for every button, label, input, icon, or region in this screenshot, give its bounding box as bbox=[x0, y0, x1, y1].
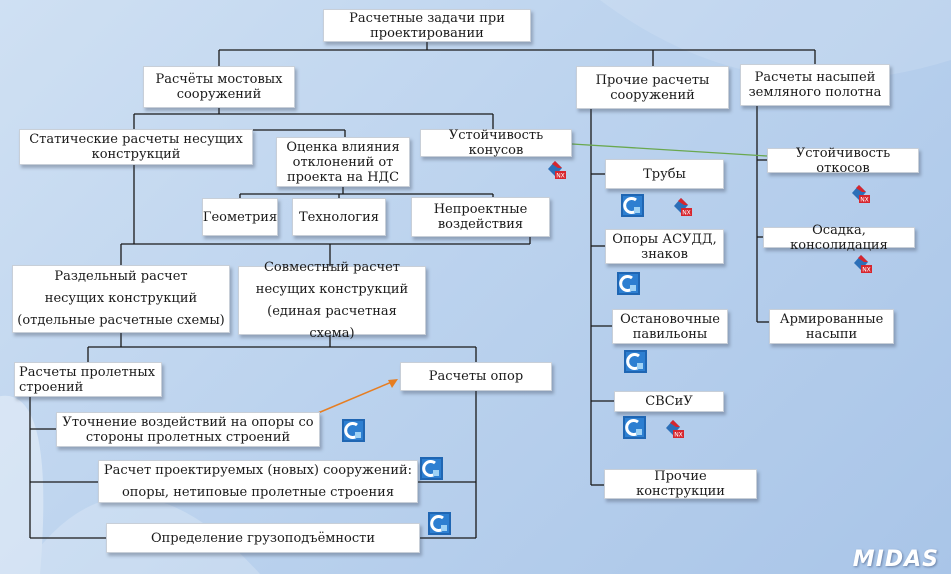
midas-civil-icon bbox=[621, 194, 644, 217]
node-capacity: Определение грузоподъёмности bbox=[106, 523, 420, 553]
svg-text:NX: NX bbox=[682, 210, 691, 217]
node-technology: Технология bbox=[292, 198, 386, 236]
node-refine: Уточнение воздействий на опоры со сторон… bbox=[56, 412, 320, 447]
node-separate: Раздельный расчет несущих конструкций (о… bbox=[12, 265, 230, 333]
node-newcalc: Расчет проектируемых (новых) сооружений:… bbox=[98, 460, 418, 503]
node-pavilions: Остановочные павильоны bbox=[612, 309, 728, 344]
node-geometry: Геометрия bbox=[202, 198, 278, 236]
svg-text:NX: NX bbox=[556, 173, 565, 180]
midas-gts-nx-icon: NX bbox=[666, 420, 684, 439]
node-pipes: Трубы bbox=[605, 159, 724, 189]
midas-logo: MIDAS bbox=[852, 547, 939, 572]
node-bridge: Расчёты мостовых сооружений bbox=[143, 66, 295, 108]
node-slopes: Устойчивость откосов bbox=[767, 146, 919, 176]
node-static: Статические расчеты несущих конструкций bbox=[19, 129, 253, 165]
midas-gts-nx-icon: NX bbox=[674, 198, 692, 217]
node-embankment: Расчеты насыпей земляного полотна bbox=[740, 64, 890, 106]
midas-civil-icon bbox=[342, 419, 365, 442]
node-reinforced: Армированные насыпи bbox=[769, 309, 894, 344]
node-svsiu: СВСиУ bbox=[614, 391, 724, 412]
node-nonproj: Непроектные воздействия bbox=[411, 197, 550, 237]
svg-text:NX: NX bbox=[860, 197, 869, 204]
node-joint: Совместный расчет несущих конструкций (е… bbox=[238, 260, 426, 341]
midas-gts-nx-icon: NX bbox=[854, 255, 872, 274]
node-spans: Расчеты пролетных строений bbox=[14, 362, 162, 397]
midas-civil-icon bbox=[623, 416, 646, 439]
svg-text:NX: NX bbox=[862, 267, 871, 274]
midas-gts-nx-icon: NX bbox=[852, 185, 870, 204]
svg-text:NX: NX bbox=[674, 432, 683, 439]
node-other-constructions: Прочие конструкции bbox=[604, 469, 757, 499]
midas-civil-icon bbox=[617, 272, 640, 295]
node-asudd: Опоры АСУДД, знаков bbox=[605, 229, 724, 264]
midas-civil-icon bbox=[428, 512, 451, 535]
midas-gts-nx-icon: NX bbox=[548, 161, 566, 180]
midas-civil-icon bbox=[420, 457, 443, 480]
node-other: Прочие расчеты сооружений bbox=[576, 66, 729, 109]
node-settlement: Осадка, консолидация bbox=[763, 223, 915, 253]
midas-civil-icon bbox=[624, 350, 647, 373]
node-supports: Расчеты опор bbox=[400, 362, 552, 391]
node-deviation: Оценка влияния отклонений от проекта на … bbox=[276, 137, 410, 187]
node-root: Расчетные задачи при проектировании bbox=[323, 9, 531, 42]
node-cones: Устойчивость конусов bbox=[420, 128, 572, 158]
